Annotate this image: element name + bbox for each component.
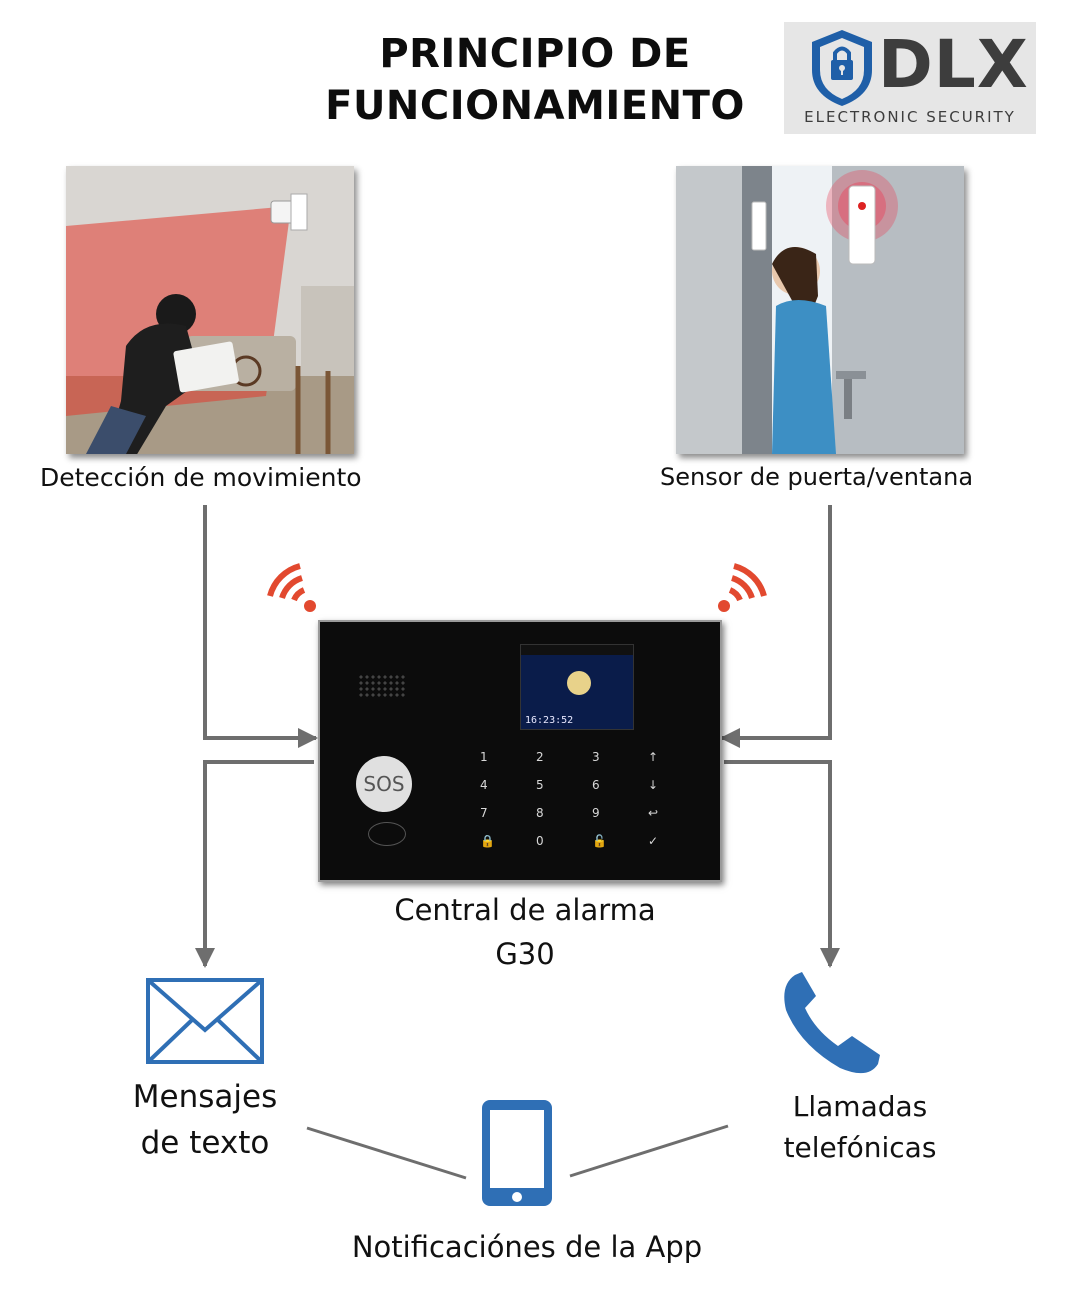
arrow-door-to-central <box>720 505 832 748</box>
central-label-line-2: G30 <box>495 937 555 971</box>
rfid-reader-icon <box>368 822 406 846</box>
arrow-central-to-sms <box>195 760 314 968</box>
logo-tagline: ELECTRONIC SECURITY <box>804 108 1016 126</box>
sms-label-line-1: Mensajes <box>132 1079 278 1115</box>
keypad-key[interactable]: 5 <box>536 778 544 792</box>
door-sensor-photo <box>676 166 964 454</box>
sos-label: SOS <box>363 772 405 796</box>
wifi-signal-icon-left <box>267 563 316 612</box>
keypad-key[interactable]: ✓ <box>648 834 659 848</box>
arrow-motion-to-central <box>203 505 318 748</box>
sos-button[interactable]: SOS <box>356 756 412 812</box>
keypad-key[interactable]: 6 <box>592 778 600 792</box>
speaker-grille <box>358 674 406 698</box>
keypad-key[interactable]: ↩ <box>648 806 659 820</box>
envelope-icon <box>146 978 264 1064</box>
screen-time: 16:23:52 <box>525 715 574 726</box>
title-line-1: PRINCIPIO DE <box>379 31 691 77</box>
alarm-central-device: 16:23:52 SOS 1 2 3 ↑ 4 5 6 ↓ 7 8 9 ↩ 🔒 0 🔓 ✓ <box>318 620 722 882</box>
keypad-key[interactable]: 4 <box>480 778 488 792</box>
device-screen: 16:23:52 <box>520 644 634 730</box>
page-title: PRINCIPIO DE FUNCIONAMIENTO <box>270 28 800 132</box>
app-label: Notificaciónes de la App <box>351 1230 703 1264</box>
keypad-key[interactable]: 🔒 <box>480 834 495 848</box>
line-sms-to-app <box>306 1126 467 1180</box>
door-label: Sensor de puerta/ventana <box>660 463 974 491</box>
phone-icon <box>784 972 880 1074</box>
calls-label-line-1: Llamadas <box>792 1090 928 1123</box>
keypad-key[interactable]: 2 <box>536 750 544 764</box>
wifi-signal-icon-right <box>718 563 767 612</box>
calls-label: Llamadas telefónicas <box>760 1086 960 1168</box>
central-label: Central de alarma G30 <box>380 888 670 976</box>
title-line-2: FUNCIONAMIENTO <box>325 83 745 129</box>
keypad-key[interactable]: 7 <box>480 806 488 820</box>
keypad-key[interactable]: 8 <box>536 806 544 820</box>
keypad-key[interactable]: 0 <box>536 834 544 848</box>
sms-label-line-2: de texto <box>140 1125 270 1161</box>
calls-label-line-2: telefónicas <box>783 1131 937 1164</box>
central-label-line-1: Central de alarma <box>394 893 656 927</box>
keypad-key[interactable]: 🔓 <box>592 834 607 848</box>
keypad-key[interactable]: 3 <box>592 750 600 764</box>
keypad: 1 2 3 ↑ 4 5 6 ↓ 7 8 9 ↩ 🔒 0 🔓 ✓ <box>480 750 680 860</box>
motion-sensor-photo <box>66 166 354 454</box>
smartphone-icon <box>482 1100 552 1206</box>
keypad-key[interactable]: ↓ <box>648 778 659 792</box>
motion-label: Detección de movimiento <box>40 463 362 492</box>
keypad-key[interactable]: ↑ <box>648 750 659 764</box>
keypad-key[interactable]: 9 <box>592 806 600 820</box>
keypad-key[interactable]: 1 <box>480 750 488 764</box>
sms-label: Mensajes de texto <box>110 1074 300 1166</box>
logo-brand: DLX <box>878 26 1029 103</box>
arrow-central-to-calls <box>724 760 840 968</box>
line-calls-to-app <box>569 1124 729 1178</box>
